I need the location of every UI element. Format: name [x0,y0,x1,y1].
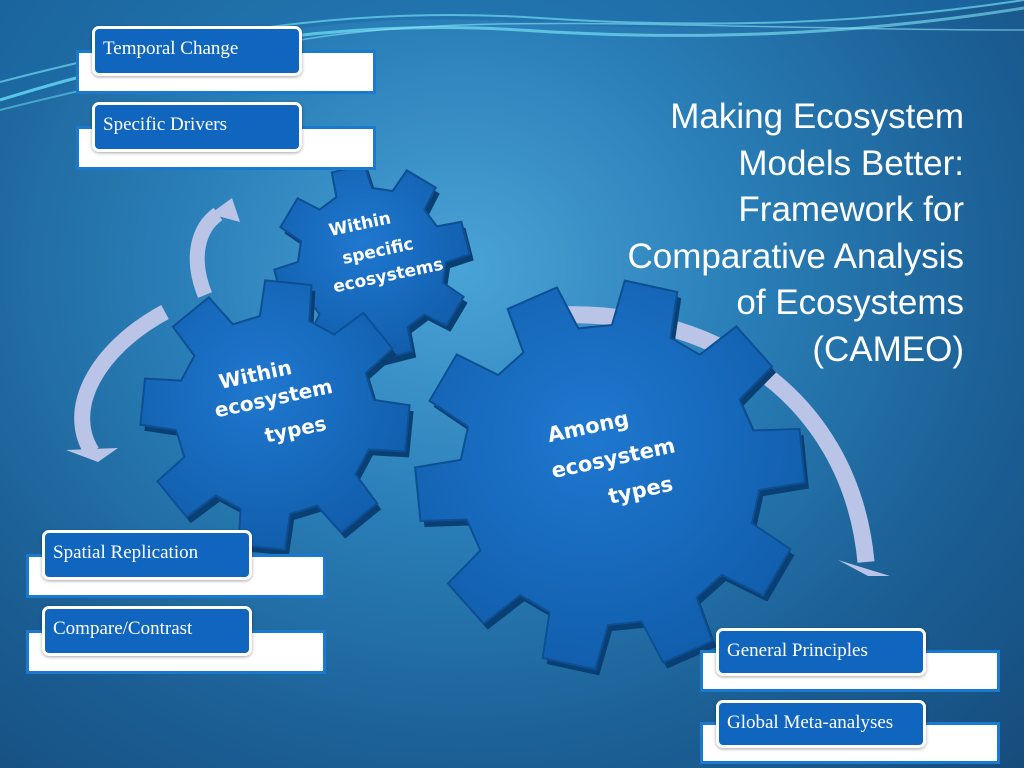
gear-among-ecosystem-types [414,279,809,676]
box-label: Spatial Replication [42,530,252,580]
box-global-meta-analyses: Global Meta-analyses [700,700,1000,764]
box-temporal-change: Temporal Change [76,26,376,94]
box-specific-drivers: Specific Drivers [76,102,376,170]
cycle-arrow-top [189,198,240,298]
box-label: Temporal Change [92,26,302,76]
box-general-principles: General Principles [700,628,1000,692]
box-spatial-replication: Spatial Replication [26,530,326,598]
gear-within-ecosystem-types [139,279,414,556]
gear-body [139,279,411,551]
box-label: Global Meta-analyses [716,700,926,748]
box-label: General Principles [716,628,926,676]
box-compare-contrast: Compare/Contrast [26,606,326,674]
gear-body [414,279,806,671]
box-label: Compare/Contrast [42,606,252,656]
gear-within-specific-ecosystems [273,163,474,366]
cycle-arrow-left [66,304,169,462]
box-label: Specific Drivers [92,102,302,152]
slide-title: Making Ecosystem Models Better: Framewor… [627,97,964,369]
